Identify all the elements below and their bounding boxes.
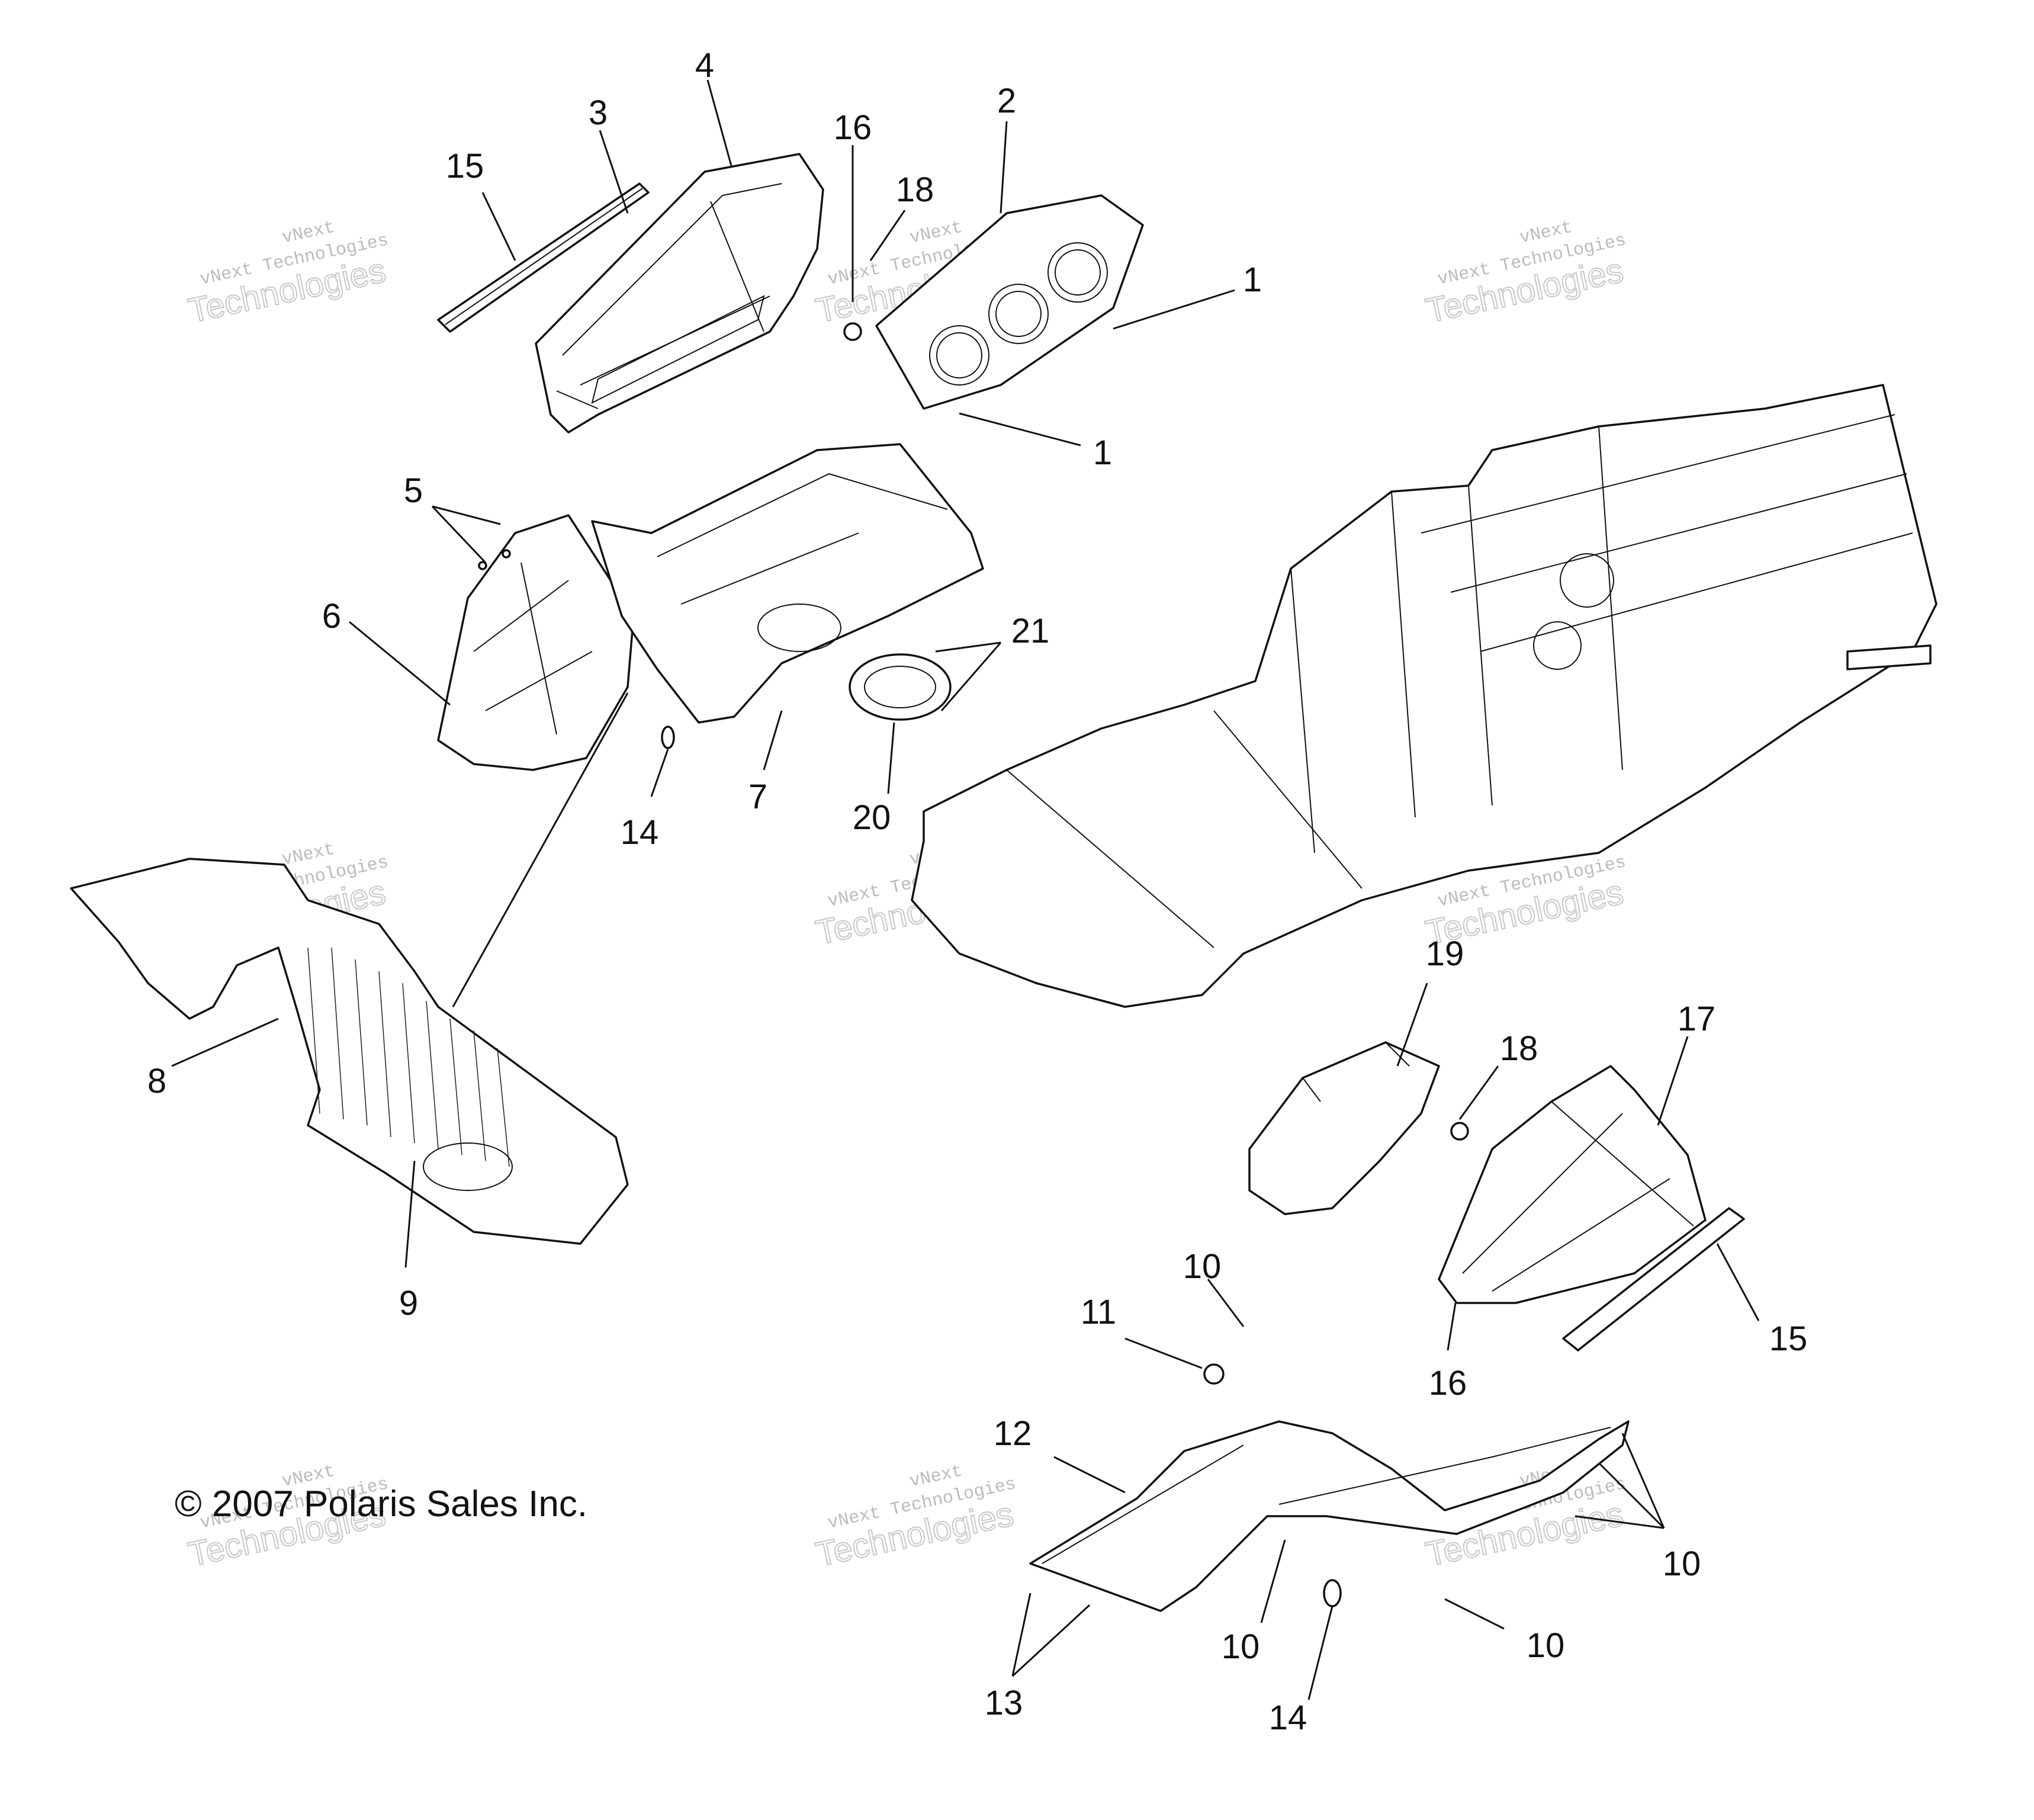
callout-19: 19: [1426, 935, 1464, 973]
dash-console: [535, 153, 824, 434]
copyright-notice: © 2007 Polaris Sales Inc.: [175, 1484, 587, 1524]
callout-3: 3: [589, 94, 608, 132]
callout-14: 14: [1269, 1699, 1307, 1737]
callout-10: 10: [1663, 1545, 1701, 1583]
floor-panel-upper: [591, 443, 984, 724]
callout-10: 10: [1183, 1247, 1222, 1286]
callout-20: 20: [853, 798, 891, 837]
side-panel: [1029, 1420, 1630, 1612]
callout-10: 10: [1222, 1628, 1260, 1666]
callout-18: 18: [1500, 1029, 1538, 1068]
callout-15: 15: [446, 147, 484, 185]
callout-7: 7: [748, 778, 767, 816]
callout-1: 1: [1093, 434, 1112, 472]
chassis-frame: [911, 384, 1937, 1008]
callout-2: 2: [997, 82, 1016, 120]
belly-pan: [70, 858, 629, 1245]
watermark: vNext vNext Technologies Technologies: [1422, 217, 1628, 330]
trim-strip-upper: [437, 182, 650, 333]
callout-5: 5: [404, 471, 423, 510]
watermarks: vNext vNext Technologies Technologies vN…: [184, 217, 1628, 1574]
foam-block: [1248, 1041, 1440, 1215]
callout-15: 15: [1769, 1320, 1808, 1358]
callout-13: 13: [985, 1684, 1023, 1722]
callout-11: 11: [1081, 1293, 1116, 1331]
callout-10: 10: [1527, 1626, 1565, 1665]
watermark: vNext vNext Technologies Technologies: [812, 1461, 1018, 1574]
seal-ring: [849, 653, 952, 721]
callout-8: 8: [147, 1062, 166, 1100]
callout-4: 4: [695, 46, 714, 85]
callout-9: 9: [399, 1284, 418, 1323]
callouts: 1 1 2 3 4 5 6 7 8 9 10 10 10 10 11 12 13…: [147, 46, 1807, 1737]
callout-18: 18: [896, 171, 934, 209]
side-console-lower: [1438, 1065, 1707, 1304]
trim-strip-lower: [1562, 1207, 1745, 1352]
front-nose-pan: [437, 514, 635, 771]
callout-12: 12: [994, 1414, 1032, 1453]
callout-6: 6: [322, 597, 341, 635]
callout-16: 16: [1429, 1364, 1467, 1402]
callout-16: 16: [834, 108, 872, 147]
callout-14: 14: [621, 813, 659, 852]
gauge-panel: [875, 194, 1144, 410]
callout-17: 17: [1678, 1000, 1716, 1038]
callout-1: 1: [1243, 261, 1262, 299]
hardware: [478, 322, 1469, 1607]
callout-21: 21: [1011, 612, 1050, 650]
watermark: vNext vNext Technologies Technologies: [184, 217, 390, 330]
leader-lines: [171, 79, 1760, 1700]
